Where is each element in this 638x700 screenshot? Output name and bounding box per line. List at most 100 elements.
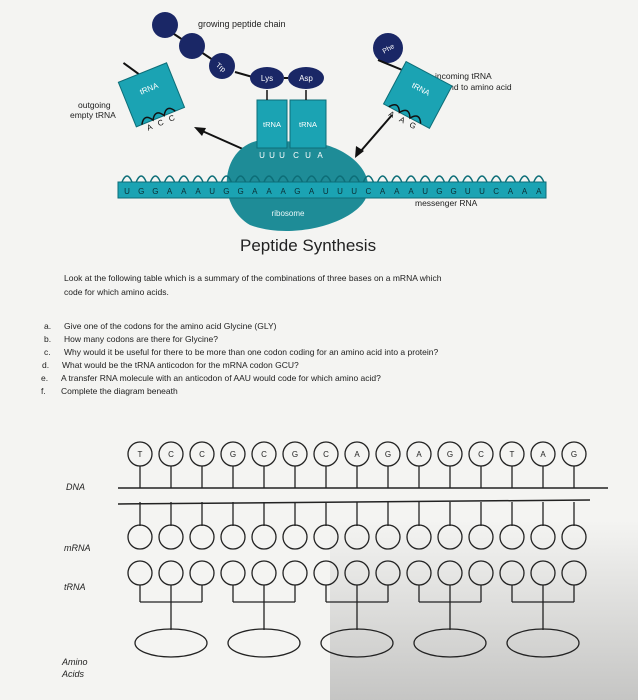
trna-base-circle (375, 560, 401, 586)
growing-peptide-chain: Trp Lys Asp Phe (152, 12, 413, 89)
dna-base-letter: G (292, 450, 298, 459)
mrna-base-loop (121, 175, 133, 183)
trna-base-circle (127, 560, 153, 586)
mrna-base-loop (291, 175, 304, 183)
p-site-trna: tRNA U U U (256, 90, 288, 160)
mrna-base: G (450, 187, 456, 196)
mrna-base-loop (149, 175, 162, 183)
mrna-base-circle (375, 524, 401, 550)
incoming-anticodon-base: A (387, 109, 397, 120)
mrna-base: U (337, 187, 343, 196)
trna-base-circle (220, 560, 246, 586)
mrna-base: G (138, 187, 144, 196)
a-site-anticodon-base: C (293, 151, 299, 160)
mrna-base-circle (499, 524, 525, 550)
amino-acid-oval[interactable] (413, 628, 487, 658)
incoming-label-2: bound to amino acid (435, 82, 512, 92)
trna-base-circle (282, 560, 308, 586)
mrna-base-circle (344, 524, 370, 550)
amino-acid-oval[interactable] (134, 628, 208, 658)
mrna-base: G (237, 187, 243, 196)
question-text: A transfer RNA molecule with an anticodo… (61, 373, 381, 383)
dna-base-letter: C (323, 450, 329, 459)
p-site-anticodon-base: U (259, 151, 265, 160)
dna-base-letter: C (199, 450, 205, 459)
mrna-base-circle (189, 524, 215, 550)
outgoing-label-2: empty tRNA (70, 110, 116, 120)
dna-base-letter: C (478, 450, 484, 459)
amino-phe-bead (373, 33, 403, 63)
mrna-base: A (508, 187, 514, 196)
amino-row-label-1: Amino (62, 657, 88, 667)
mrna-base-circle (158, 524, 184, 550)
a-site-anticodon-base: U (305, 151, 311, 160)
question-text: Why would it be useful for there to be m… (64, 347, 439, 357)
mrna-base-loop (433, 175, 446, 183)
dna-base-letter: G (447, 450, 453, 459)
mrna-base-loop (320, 175, 332, 183)
question-letter: a. (44, 321, 52, 331)
dna-base-letter: G (230, 450, 236, 459)
mrna-base: A (380, 187, 386, 196)
dna-base-letter: G (571, 450, 577, 459)
mrna-base-circle (406, 524, 432, 550)
dna-base-letter: T (138, 450, 143, 459)
trna-base-circle (313, 560, 339, 586)
mrna-base: A (195, 187, 201, 196)
mrna-base-loop (391, 175, 403, 183)
incoming-anticodon-base: G (408, 120, 418, 131)
mrna-base-loop (504, 175, 517, 183)
mrna-base: U (323, 187, 329, 196)
amino-asp-text: Asp (299, 74, 313, 83)
trna-row-label: tRNA (64, 582, 86, 592)
question-text: How many codons are there for Glycine? (64, 334, 219, 344)
mrna-base-loop (376, 175, 389, 183)
mrna-base: G (294, 187, 300, 196)
mrna-base: A (281, 187, 287, 196)
trna-base-circle (251, 560, 277, 586)
trna-base-circle (468, 560, 494, 586)
mrna-base-loop (362, 175, 375, 183)
mrna-base-loop (277, 175, 289, 183)
mrna-base-circle (468, 524, 494, 550)
mrna-base: A (309, 187, 315, 196)
amino-acid-oval[interactable] (320, 628, 394, 658)
mrna-base: U (422, 187, 428, 196)
exit-arrow (194, 127, 246, 151)
mrna-base-circle (313, 524, 339, 550)
question-text: Complete the diagram beneath (61, 386, 178, 396)
trna-base-circle (561, 560, 587, 586)
mrna-base-loop (462, 175, 474, 183)
mrna-base: U (479, 187, 485, 196)
question-letter: c. (44, 347, 51, 357)
mrna-base-circle (530, 524, 556, 550)
ribosome-label: ribosome (272, 209, 305, 218)
mrna-base-loop (533, 175, 545, 183)
mrna-base: C (366, 187, 372, 196)
mrna-base-circle (251, 524, 277, 550)
dna-row-label: DNA (66, 482, 86, 492)
mrna-base-loop (263, 175, 275, 183)
mrna-base-loop (348, 175, 360, 183)
mrna-base-loop (405, 175, 417, 183)
mrna-base-circle (282, 524, 308, 550)
intro-line-2: code for which amino acids. (64, 287, 169, 297)
mrna-base-loop (305, 175, 318, 183)
trna-base-circle (437, 560, 463, 586)
mrna-base-loop (334, 175, 346, 183)
trna-base-circle (344, 560, 370, 586)
growing-chain-label: growing peptide chain (198, 19, 286, 29)
messenger-rna-label: messenger RNA (415, 198, 478, 208)
amino-acid-oval[interactable] (506, 628, 580, 658)
question-text: What would be the tRNA anticodon for the… (62, 360, 299, 370)
trna-base-circle (158, 560, 184, 586)
mrna-base: A (394, 187, 400, 196)
entry-arrow (355, 114, 393, 158)
amino-acid-oval[interactable] (227, 628, 301, 658)
question-letter: d. (42, 360, 50, 370)
mrna-base: U (465, 187, 471, 196)
mrna-base: A (522, 187, 528, 196)
trna-base-circle (406, 560, 432, 586)
mrna-base-loop (447, 175, 460, 183)
outgoing-anticodon-base: C (156, 118, 165, 129)
